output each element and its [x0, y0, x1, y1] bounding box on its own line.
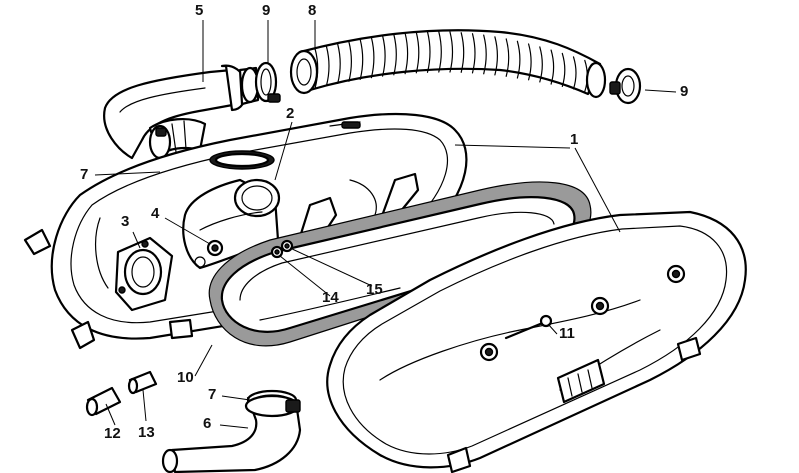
hose-rib — [494, 36, 498, 76]
callout-9-left: 9 — [262, 2, 271, 19]
callout-15: 15 — [366, 281, 383, 298]
hose-rib — [449, 31, 454, 73]
hose-rib — [325, 46, 330, 87]
hose-rib — [516, 40, 521, 79]
hose-rib — [337, 43, 341, 84]
hose-rib — [550, 49, 555, 85]
callout-5: 5 — [195, 2, 204, 19]
intake-flange — [114, 236, 174, 312]
callout-14: 14 — [322, 289, 339, 306]
hose-rib — [505, 38, 510, 77]
hose-rib — [561, 52, 566, 87]
air-filter-element — [208, 181, 592, 347]
callout-12: 12 — [104, 425, 121, 442]
corrugated-hose — [289, 29, 607, 99]
hose-clamp-right — [609, 67, 642, 105]
callout-8: 8 — [308, 2, 317, 19]
grommet-bolt — [194, 239, 224, 268]
cover-bolt — [504, 314, 553, 340]
air-cleaner-cover — [326, 210, 747, 473]
hose-rib — [438, 31, 442, 73]
hose-rib — [404, 32, 409, 75]
hose-rib — [539, 46, 543, 83]
hose-rib — [348, 41, 352, 82]
callout-7-upper: 7 — [80, 166, 89, 183]
hose-clamp-lower — [244, 394, 301, 418]
callout-7-lower: 7 — [208, 386, 217, 403]
hose-rib — [471, 33, 476, 74]
connecting-hose-upper — [148, 118, 207, 160]
callout-11: 11 — [559, 325, 575, 342]
hose-rib — [572, 56, 577, 90]
callout-4: 4 — [151, 205, 160, 222]
callout-6: 6 — [203, 415, 212, 432]
nut-14 — [270, 245, 284, 259]
hose-rib — [415, 31, 420, 74]
hose-rib — [460, 32, 465, 73]
callout-9-right: 9 — [680, 83, 689, 100]
callout-13: 13 — [138, 424, 155, 441]
hose-clamp-left — [254, 61, 281, 103]
callout-10: 10 — [177, 369, 194, 386]
hose-rib — [483, 34, 487, 75]
hose-rib — [426, 31, 431, 73]
valve-fitting-13 — [127, 370, 158, 395]
hose-rib — [393, 33, 397, 76]
hose-rib — [370, 36, 375, 79]
hose-rib — [359, 38, 364, 80]
callout-1: 1 — [570, 131, 579, 148]
callout-2: 2 — [286, 105, 295, 122]
intake-snorkel-tube — [103, 64, 260, 160]
hose-rib — [382, 35, 386, 77]
callout-3: 3 — [121, 213, 130, 230]
leader-lines — [94, 20, 677, 429]
hose-rib — [528, 43, 532, 81]
valve-fitting-12 — [85, 386, 122, 417]
nut-15 — [280, 239, 294, 253]
